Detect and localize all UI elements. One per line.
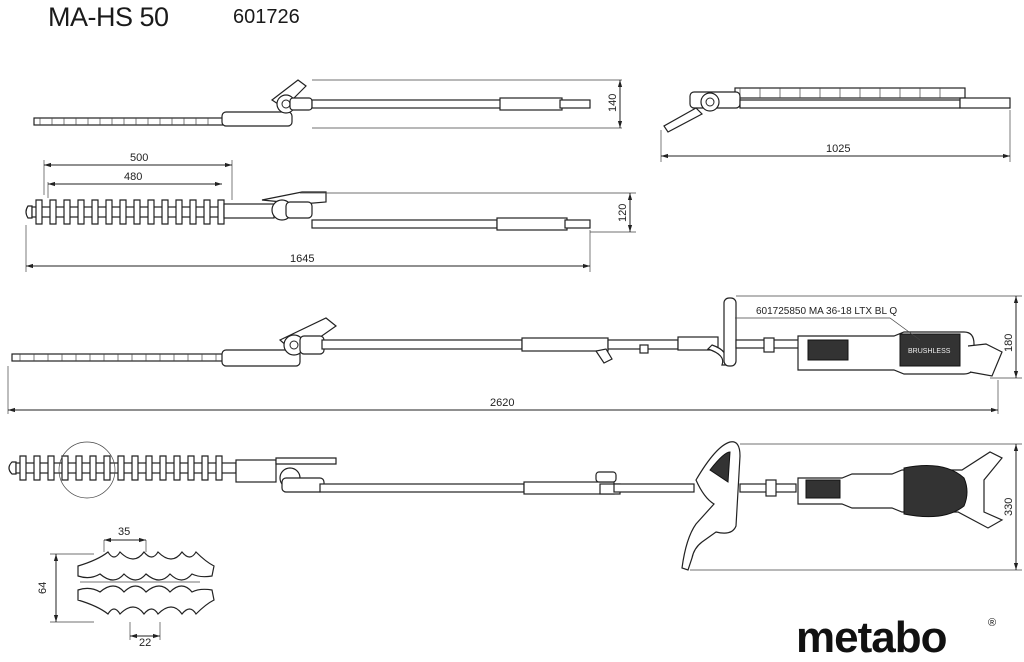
article-number: 601726 — [233, 6, 300, 28]
dim-120-label: 120 — [617, 204, 629, 222]
dim-180-label: 180 — [1003, 334, 1015, 352]
detail-circle — [58, 441, 116, 499]
dim-140-label: 140 — [607, 94, 619, 112]
dim-330-label: 330 — [1003, 498, 1015, 516]
view-full-top: 330 — [8, 441, 1022, 571]
view-side-blade: 500 480 120 1645 — [25, 152, 636, 272]
view-collapsed-left: 140 — [33, 79, 623, 129]
brand-logo: metabo — [796, 613, 947, 662]
dim-22-label: 22 — [139, 637, 151, 649]
motor-badge: BRUSHLESS — [908, 348, 951, 355]
dim-64-label: 64 — [37, 582, 49, 594]
view-full-side: BRUSHLESS 601725850 MA 36-18 LTX BL Q 18… — [7, 295, 1022, 414]
registered-mark: ® — [988, 617, 996, 629]
view-folded-right: 1025 — [660, 87, 1011, 162]
dim-35-label: 35 — [118, 526, 130, 538]
blade-teeth-2 — [35, 199, 225, 225]
view-tooth-detail: 35 64 22 — [37, 526, 215, 649]
dim-2620-label: 2620 — [490, 397, 514, 409]
model-title: MA-HS 50 — [48, 2, 169, 32]
dim-480-label: 480 — [124, 171, 142, 183]
dim-1645-label: 1645 — [290, 253, 314, 265]
dim-1025-label: 1025 — [826, 143, 850, 155]
motor-label: 601725850 MA 36-18 LTX BL Q — [756, 306, 897, 317]
blade-teeth-1 — [39, 118, 209, 125]
dim-500-label: 500 — [130, 152, 148, 164]
